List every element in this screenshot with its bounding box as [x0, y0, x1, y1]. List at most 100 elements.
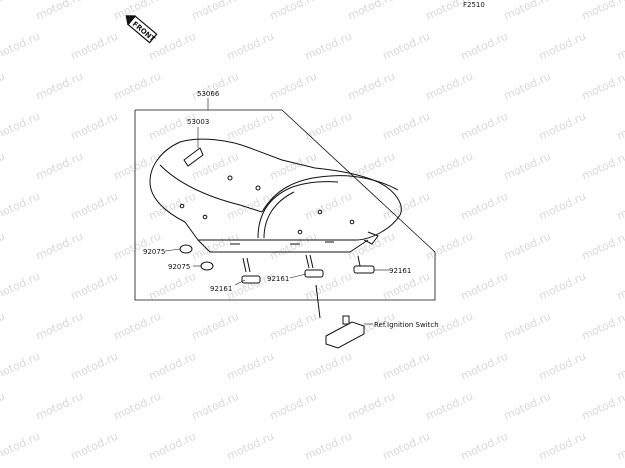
watermark-text: motod.ru [537, 190, 588, 223]
watermark-text: motod.ru [268, 150, 319, 183]
watermark-text: motod.ru [381, 190, 432, 223]
watermark-text: motod.ru [147, 270, 198, 303]
watermark-text: motod.ru [147, 350, 198, 383]
front-direction-badge: FRONT [125, 15, 158, 43]
watermark-text: motod.ru [225, 350, 276, 383]
watermark-text: motod.ru [502, 310, 553, 343]
watermark-text: motod.ru [537, 430, 588, 463]
watermark-text: motod.ru [346, 150, 397, 183]
watermark-text: motod.ru [0, 430, 42, 463]
watermark-text: motod.ru [190, 390, 241, 423]
watermark-text: motod.ru [147, 110, 198, 143]
callout-emblem: 53003 [187, 118, 209, 126]
watermark-text: motod.ru [112, 70, 163, 103]
callout-bolt-left: 92161 [210, 285, 232, 293]
watermark-text: motod.ru [346, 390, 397, 423]
watermark-text: motod.ru [303, 110, 354, 143]
watermark-text: motod.ru [580, 310, 625, 343]
watermark-text: motod.ru [303, 30, 354, 63]
watermark-text: motod.ru [346, 70, 397, 103]
watermark-text: motod.ru [112, 230, 163, 263]
watermark-text: motod.ru [225, 110, 276, 143]
watermark-text: motod.ru [537, 30, 588, 63]
watermark-text: motod.ru [0, 350, 42, 383]
watermark-text: motod.ru [580, 70, 625, 103]
watermark-text: motod.ru [537, 110, 588, 143]
watermark-text: motod.ru [147, 190, 198, 223]
watermark-text: motod.ru [34, 150, 85, 183]
watermark-text: motod.ru [34, 0, 85, 23]
watermark-text: motod.ru [537, 270, 588, 303]
watermark-text: motod.ru [190, 310, 241, 343]
watermark-text: motod.ru [502, 230, 553, 263]
watermark-text: motod.ru [0, 110, 42, 143]
mount-bolts [241, 254, 375, 284]
watermark-text: motod.ru [69, 30, 120, 63]
watermark-text: motod.ru [459, 110, 510, 143]
damper-rubbers [179, 244, 214, 271]
watermark-text: motod.ru [424, 390, 475, 423]
watermark-text: motod.ru [190, 230, 241, 263]
watermark-text: motod.ru [346, 230, 397, 263]
watermark-text: motod.ru [502, 0, 553, 23]
watermark-text: motod.ru [268, 70, 319, 103]
watermark-text: motod.ru [69, 430, 120, 463]
watermark-text: motod.ru [34, 310, 85, 343]
watermark-text: motod.ru [268, 0, 319, 23]
watermark-text: motod.ru [112, 150, 163, 183]
watermark-text: motod.ru [34, 390, 85, 423]
watermark-text: motod.ru [0, 70, 7, 103]
watermark-text: motod.ru [424, 230, 475, 263]
watermark-text: motod.ru [0, 30, 42, 63]
watermark-text: motod.ru [580, 0, 625, 23]
leader-lines [164, 98, 389, 325]
watermark-text: motod.ru [615, 270, 625, 303]
watermark-text: motod.ru [580, 390, 625, 423]
watermark-text: motod.ru [459, 190, 510, 223]
watermark-text: motod.ru [303, 430, 354, 463]
watermark-text: motod.ru [580, 150, 625, 183]
watermark-text: motod.ru [112, 390, 163, 423]
watermark-text: motod.ru [459, 350, 510, 383]
callout-bolt-mid: 92161 [267, 275, 289, 283]
watermark-text: motod.ru [381, 430, 432, 463]
watermark-text: motod.ru [34, 230, 85, 263]
watermark-text: motod.ru [0, 230, 7, 263]
watermark-text: motod.ru [459, 30, 510, 63]
watermark-text: motod.ru [69, 110, 120, 143]
watermark-text: motod.ru [424, 70, 475, 103]
watermark-text: motod.ru [615, 190, 625, 223]
watermark-text: motod.ru [0, 270, 42, 303]
watermark-text: motod.ru [190, 0, 241, 23]
watermark-text: motod.ru [268, 390, 319, 423]
watermark-text: motod.ru [580, 230, 625, 263]
watermark-text: motod.ru [268, 310, 319, 343]
reference-label: Ref.Ignition Switch [374, 321, 439, 329]
assembly-frame [134, 109, 436, 301]
watermark-text: motod.ru [615, 30, 625, 63]
watermark-text: motod.ru [69, 190, 120, 223]
callout-damper-upper: 92075 [143, 248, 165, 256]
watermark-text: motod.ru [34, 70, 85, 103]
watermark-text: motod.ru [502, 150, 553, 183]
watermark-text: motod.ru [190, 150, 241, 183]
watermark-text: motod.ru [537, 350, 588, 383]
watermark-text: motod.ru [615, 350, 625, 383]
callout-bolt-right: 92161 [389, 267, 411, 275]
watermark-text: motod.ru [459, 430, 510, 463]
callout-damper-lower: 92075 [168, 263, 190, 271]
watermark-text: motod.ru [0, 390, 7, 423]
watermark-text: motod.ru [459, 270, 510, 303]
watermark-text: motod.ru [381, 350, 432, 383]
watermark-text: motod.ru [381, 110, 432, 143]
watermark-text: motod.ru [0, 0, 7, 23]
watermark-text: motod.ru [502, 70, 553, 103]
watermark-text: motod.ru [615, 110, 625, 143]
ignition-switch-ref [315, 284, 365, 349]
watermark-text: motod.ru [381, 30, 432, 63]
watermark-text: motod.ru [615, 430, 625, 463]
watermark-text: motod.ru [424, 150, 475, 183]
watermark-text: motod.ru [303, 190, 354, 223]
